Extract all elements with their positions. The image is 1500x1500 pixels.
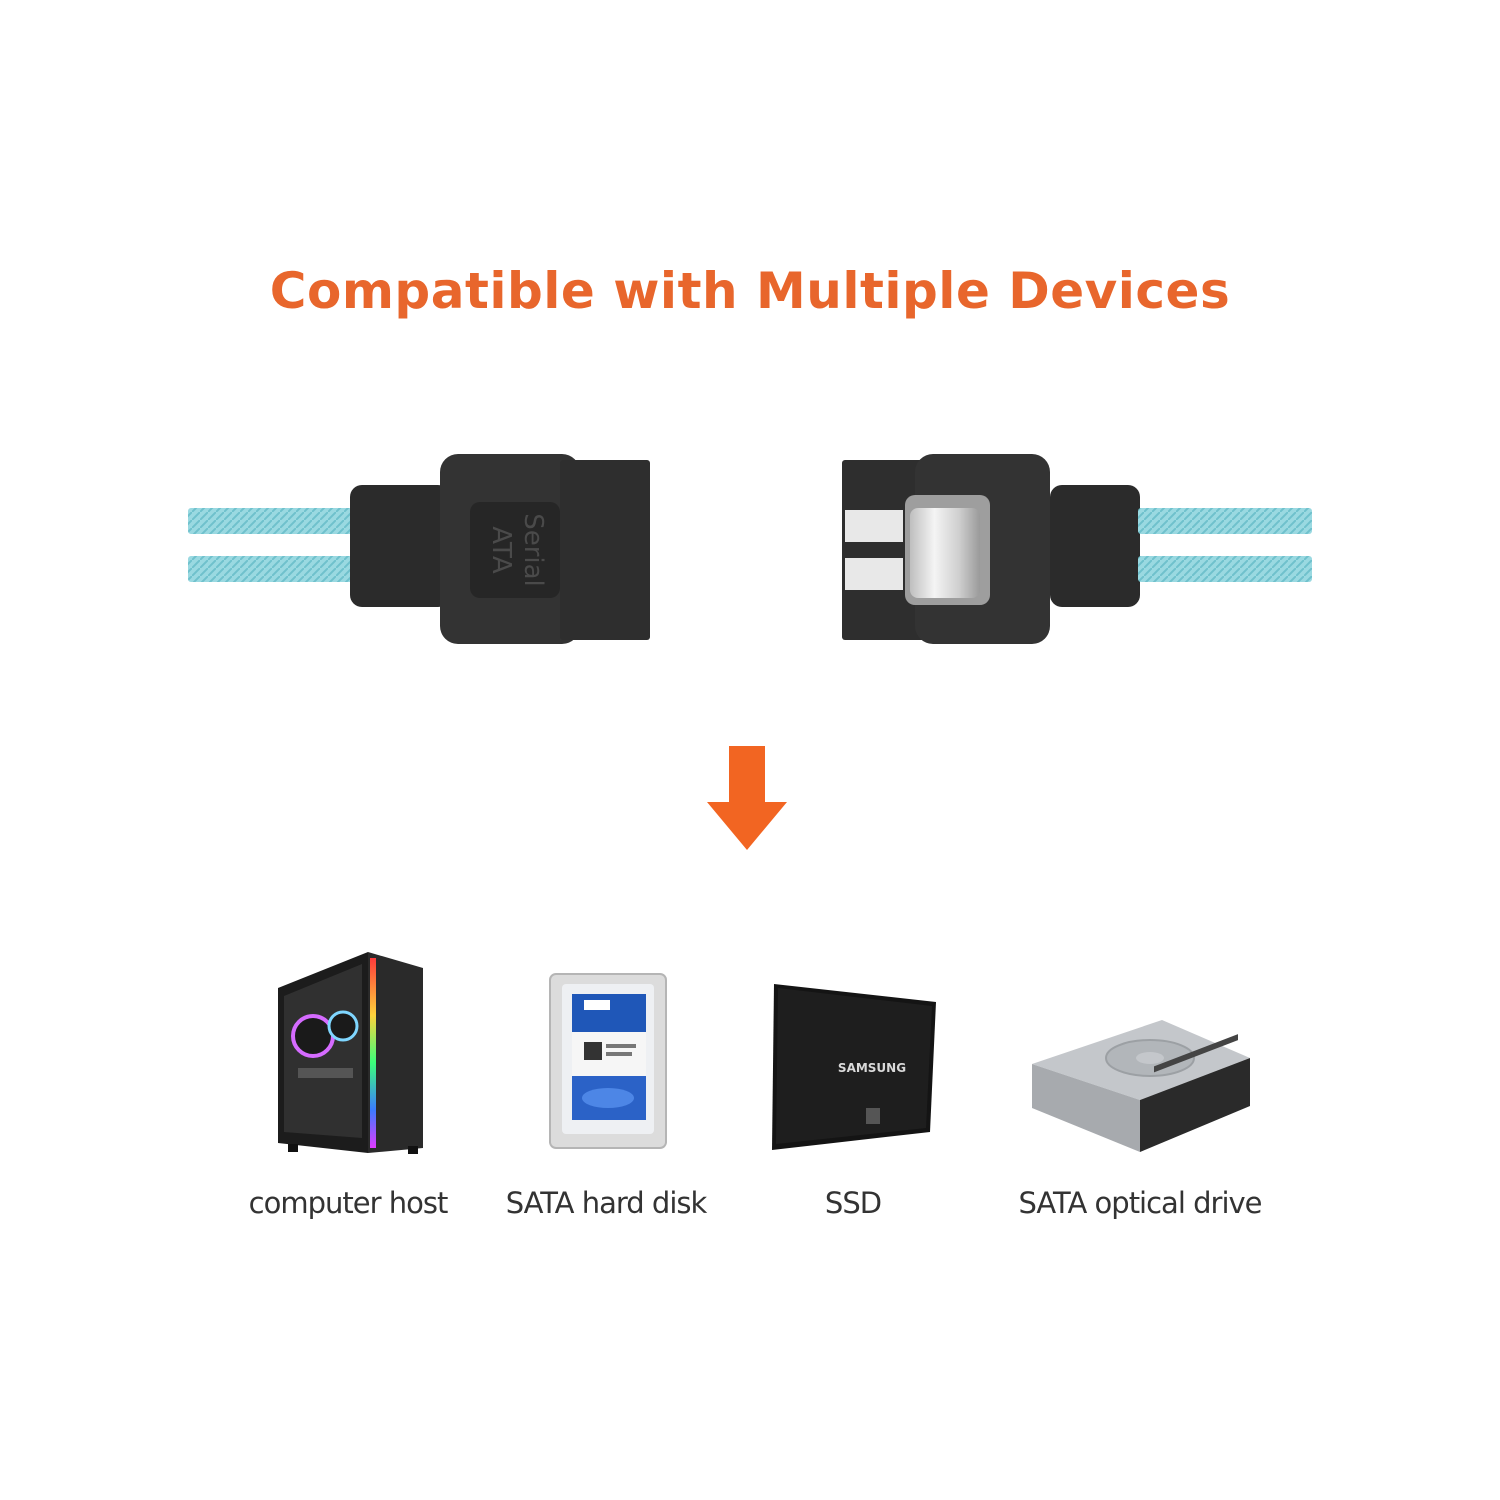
device-label-sata-optical-drive: SATA optical drive [1018,1186,1262,1220]
hard-disk-icon [549,973,667,1149]
down-arrow-icon [707,746,787,850]
optical-drive-icon [1032,1020,1250,1152]
pc-tower-icon [278,952,423,1154]
connector-embossed-text: ATA [486,526,516,574]
device-label-sata-hard-disk: SATA hard disk [505,1186,708,1220]
headline: Compatible with Multiple Devices [269,262,1231,320]
device-label-computer-host: computer host [248,1186,449,1220]
right-sata-cable [1138,508,1312,582]
sata-cable-illustration: Serial ATA [188,454,1312,644]
right-sata-connector [842,454,1140,644]
device-label-ssd: SSD [824,1186,882,1220]
left-sata-connector: Serial ATA [350,454,650,644]
left-sata-cable [188,508,353,582]
ssd-icon: SAMSUNG [772,984,936,1150]
ssd-brand-text: SAMSUNG [838,1061,906,1075]
connector-embossed-text: Serial [518,513,548,587]
